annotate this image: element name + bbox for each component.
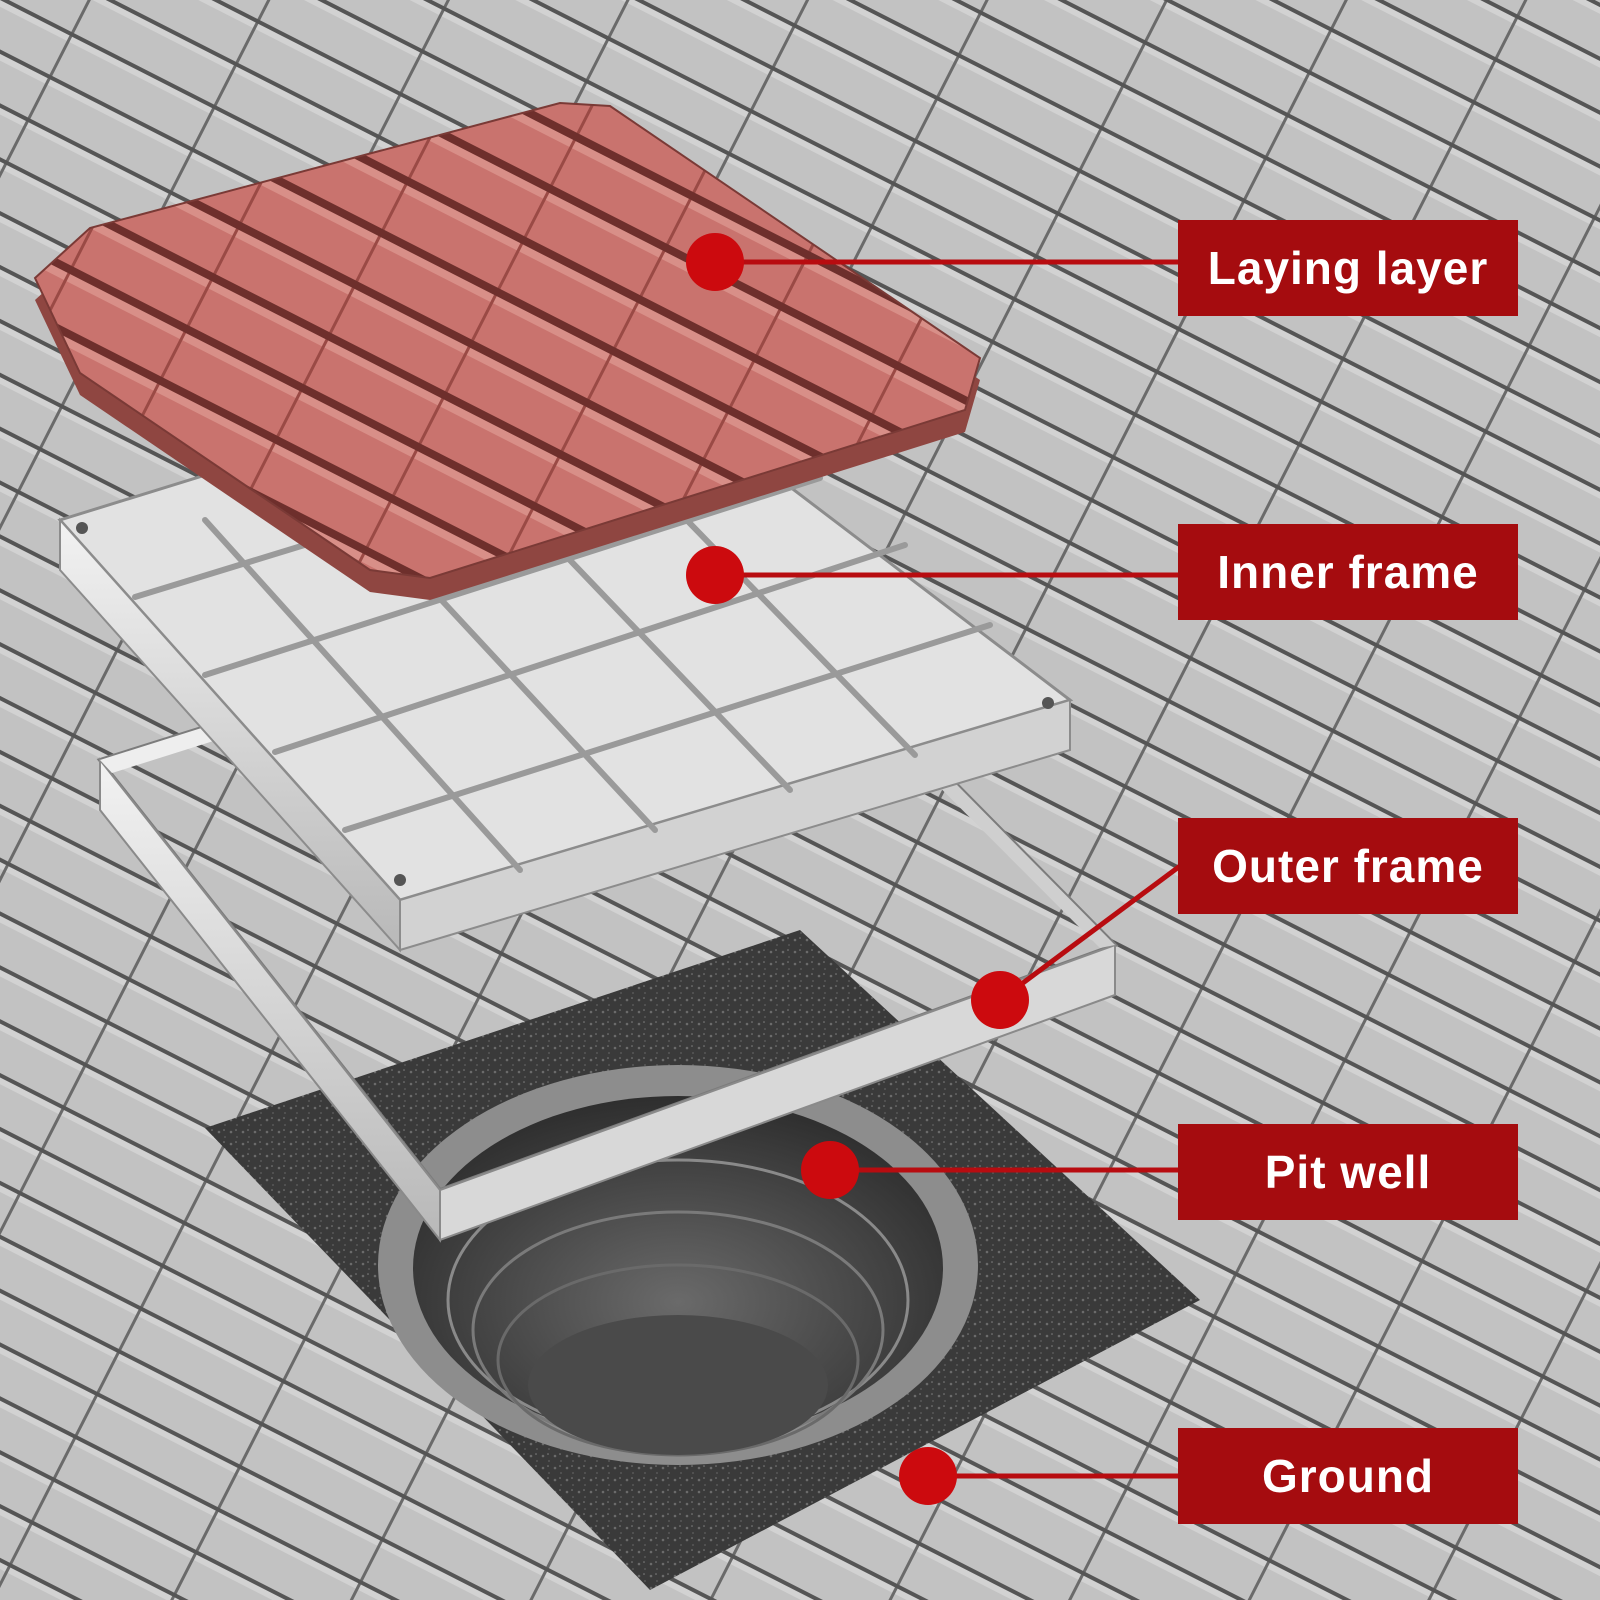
callout-label: Inner frame: [1217, 546, 1479, 598]
callout-outer-frame: Outer frame: [1178, 818, 1518, 914]
marker-dot-ground: [899, 1447, 957, 1505]
callout-label: Pit well: [1264, 1146, 1432, 1198]
marker-dot-laying-layer: [686, 233, 744, 291]
marker-dot-pit-well: [801, 1141, 859, 1199]
laying-layer: [33, 101, 982, 600]
callout-laying-layer: Laying layer: [1178, 220, 1518, 316]
leader-lines: [715, 259, 1182, 1479]
marker-dot-outer-frame: [971, 971, 1029, 1029]
marker-dot-inner-frame: [686, 546, 744, 604]
callout-label: Ground: [1261, 1450, 1435, 1502]
callout-label: Laying layer: [1207, 242, 1489, 294]
callout-label: Outer frame: [1212, 840, 1484, 892]
callout-pit-well: Pit well: [1178, 1124, 1518, 1220]
callout-inner-frame: Inner frame: [1178, 524, 1518, 620]
callout-ground: Ground: [1178, 1428, 1518, 1524]
